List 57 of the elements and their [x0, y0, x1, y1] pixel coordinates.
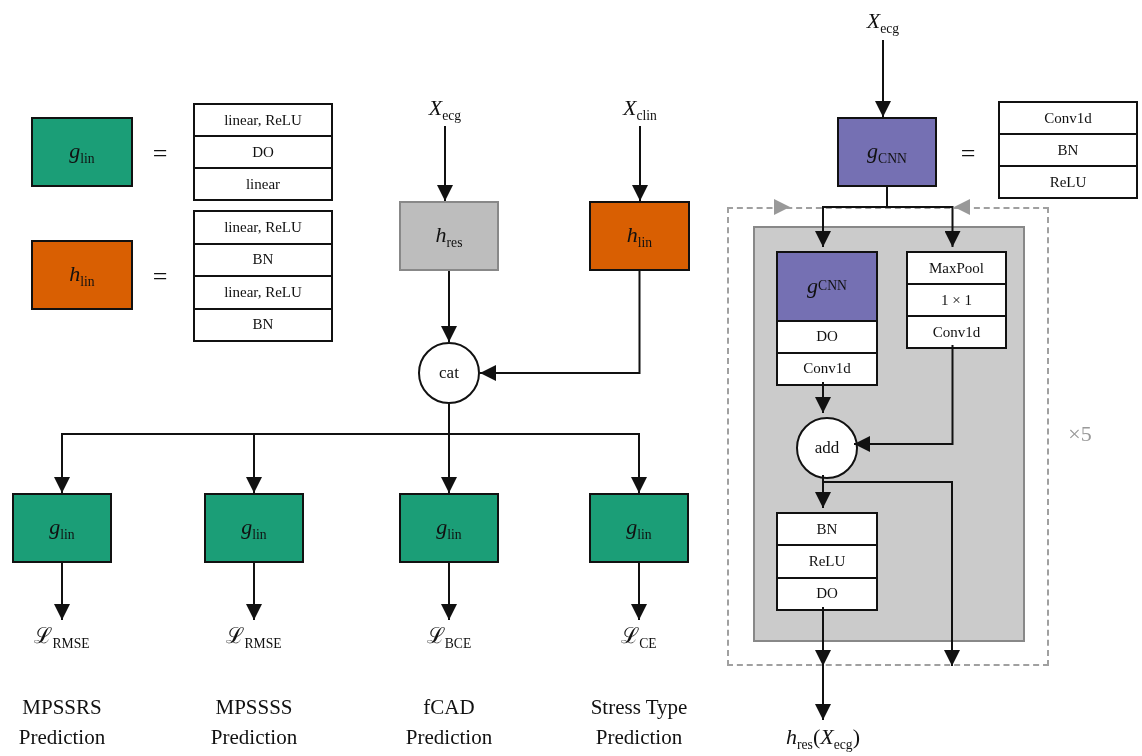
math-label: X$_{ecg}$ — [405, 92, 485, 126]
function-label: g$_{CNN}$ — [866, 138, 908, 166]
arrow — [441, 270, 457, 343]
arrow — [54, 562, 70, 621]
function-box — [31, 240, 133, 310]
function-box — [589, 201, 690, 271]
arrow — [437, 125, 453, 202]
function-box — [837, 117, 937, 187]
repeat-count: ×5 — [1067, 420, 1093, 448]
equals-sign: = — [959, 138, 977, 170]
layer-stack — [776, 251, 878, 386]
operation-label: add — [813, 438, 841, 458]
function-box — [204, 493, 304, 563]
equals-sign: = — [151, 261, 169, 293]
arrow — [479, 270, 641, 381]
layer-stack — [998, 101, 1138, 199]
function-label: h$_{lin}$ — [68, 261, 96, 289]
residual-block-box — [753, 226, 1025, 642]
arrow — [448, 403, 647, 494]
function-box — [31, 117, 133, 187]
arrow — [815, 606, 831, 721]
function-label: g$_{lin}$ — [68, 138, 96, 166]
math-label: ℒ$_{BCE}$ — [399, 620, 499, 654]
math-label: ℒ$_{CE}$ — [589, 620, 689, 654]
function-label: g$_{lin}$ — [240, 514, 268, 542]
layer-stack — [776, 512, 878, 611]
function-box — [12, 493, 112, 563]
equals-sign: = — [151, 138, 169, 170]
function-box — [399, 201, 499, 271]
arrow — [632, 125, 648, 202]
arrow — [441, 562, 457, 621]
operation-label: cat — [438, 363, 460, 383]
function-label: g$_{lin}$ — [625, 514, 653, 542]
function-label: g$_{lin}$ — [48, 514, 76, 542]
function-box — [399, 493, 499, 563]
function-label: h$_{lin}$ — [625, 222, 654, 250]
output-caption: MPSSSS Prediction — [209, 694, 299, 752]
function-box — [589, 493, 689, 563]
arrow — [853, 344, 954, 452]
arrow — [631, 562, 647, 621]
arrow — [246, 562, 262, 621]
math-label: X$_{ecg}$ — [843, 4, 923, 40]
arrow — [875, 39, 891, 118]
function-label: g$_{lin}$ — [435, 514, 463, 542]
math-label: h$_{res}$(X$_{ecg}$) — [748, 720, 898, 756]
layer-stack — [193, 103, 333, 201]
repeat-box — [727, 207, 1049, 666]
output-caption: Stress Type Prediction — [589, 694, 689, 752]
output-caption: fCAD Prediction — [404, 694, 494, 752]
math-label: ℒ$_{RMSE}$ — [204, 620, 304, 654]
math-label: X$_{clin}$ — [595, 92, 685, 126]
layer-stack — [906, 251, 1007, 349]
layer-stack — [193, 210, 333, 342]
output-caption: MPSSRS Prediction — [17, 694, 107, 752]
arrow — [815, 381, 831, 414]
function-label: h$_{res}$ — [434, 222, 464, 250]
math-label: ℒ$_{RMSE}$ — [12, 620, 112, 654]
